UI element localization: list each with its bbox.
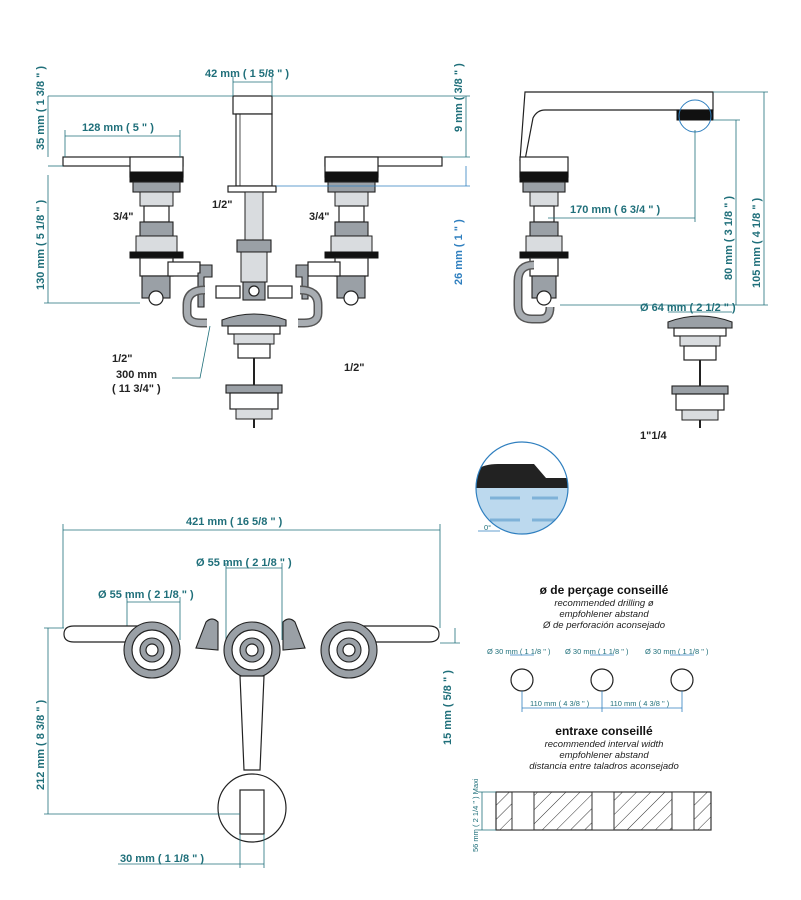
- drilling-section: ø de perçage conseillé recommended drill…: [487, 583, 709, 712]
- interval-section: entraxe conseillé recommended interval w…: [471, 724, 712, 852]
- thickness-label: 56 mm ( 2 1/4 " ) Maxi: [471, 778, 480, 852]
- hole-3-label: Ø 30 mm ( 1 1/8 " ): [645, 647, 709, 656]
- front-view: 42 mm ( 1 5/8 " ) 35 mm ( 1 3/8 " ) 128 …: [35, 63, 470, 428]
- side-drain: [667, 315, 733, 428]
- detail-view: 0°: [475, 441, 569, 535]
- interval-de: empfohlener abstand: [559, 750, 649, 761]
- drain-thread-label: 1/2": [344, 362, 365, 374]
- side-drain-thread-label: 1"1/4: [640, 430, 668, 442]
- left-handle: [62, 156, 184, 306]
- height-80-label: 80 mm ( 3 1/8 " ): [723, 196, 735, 280]
- thread-right-label: 3/4": [309, 211, 330, 223]
- drain-diameter-label: Ø 64 mm ( 2 1/2 " ): [640, 302, 736, 314]
- hole-1-label: Ø 30 mm ( 1 1/8 " ): [487, 647, 551, 656]
- spacing-2-label: 110 mm ( 4 3/8 " ): [610, 699, 670, 708]
- drilling-de: empfohlener abstand: [559, 609, 649, 620]
- base-diameter-label: 30 mm ( 1 1/8 " ): [120, 853, 204, 865]
- spout: [227, 95, 277, 301]
- drilling-en: recommended drilling ø: [554, 598, 653, 609]
- thread-center-label: 1/2": [212, 199, 233, 211]
- depth-label: 212 mm ( 8 3/8 " ): [35, 699, 47, 790]
- side-view: 170 mm ( 6 3/4 " ) 80 mm ( 3 1/8 " ) 105…: [513, 91, 768, 442]
- body-height-label: 130 mm ( 5 1/8 " ): [35, 199, 47, 290]
- drill-hole-1: [510, 668, 534, 692]
- thread-left-label: 3/4": [113, 211, 134, 223]
- handle-diameter-label: Ø 55 mm ( 2 1/8 " ): [98, 589, 194, 601]
- drain: [221, 313, 287, 428]
- drill-hole-3: [670, 668, 694, 692]
- spout-offset-label: 9 mm ( 3/8 " ): [453, 63, 465, 132]
- hose-thread-label: 1/2": [112, 353, 133, 365]
- total-width-label: 421 mm ( 16 5/8 " ): [186, 516, 283, 528]
- angle-label: 0°: [484, 523, 491, 532]
- top-view: 421 mm ( 16 5/8 " ) Ø 55 mm ( 2 1/8 " ) …: [35, 516, 460, 868]
- spout-width-label: 42 mm ( 1 5/8 " ): [205, 68, 289, 80]
- top-left-handle: [63, 621, 181, 679]
- drill-hole-2: [590, 668, 614, 692]
- handle-top-height-label: 35 mm ( 1 3/8 " ): [35, 66, 47, 150]
- handle-length-label: 128 mm ( 5 " ): [82, 122, 154, 134]
- handle-offset-label: 15 mm ( 5/8 " ): [442, 670, 454, 745]
- hoses: [167, 261, 341, 328]
- drilling-title: ø de perçage conseillé: [540, 583, 669, 597]
- interval-en: recommended interval width: [545, 739, 664, 750]
- interval-es: distancia entre taladros aconsejado: [529, 761, 678, 772]
- shank-length-label: 26 mm ( 1 " ): [453, 219, 465, 285]
- top-spout: [195, 618, 306, 843]
- spacing-1-label: 110 mm ( 4 3/8 " ): [530, 699, 590, 708]
- hose-length-in-label: ( 11 3/4" ): [112, 383, 161, 395]
- side-spout: [513, 91, 714, 324]
- top-right-handle: [320, 621, 440, 679]
- hose-length-label: 300 mm: [116, 369, 157, 381]
- spout-reach-label: 170 mm ( 6 3/4 " ): [570, 204, 661, 216]
- hole-2-label: Ø 30 mm ( 1 1/8 " ): [565, 647, 629, 656]
- right-handle: [324, 156, 443, 306]
- spout-diameter-label: Ø 55 mm ( 2 1/8 " ): [196, 557, 292, 569]
- interval-title: entraxe conseillé: [555, 724, 653, 738]
- drilling-es: Ø de perforación aconsejado: [542, 620, 665, 631]
- worktop-section: [495, 791, 712, 831]
- height-105-label: 105 mm ( 4 1/8 " ): [751, 197, 763, 288]
